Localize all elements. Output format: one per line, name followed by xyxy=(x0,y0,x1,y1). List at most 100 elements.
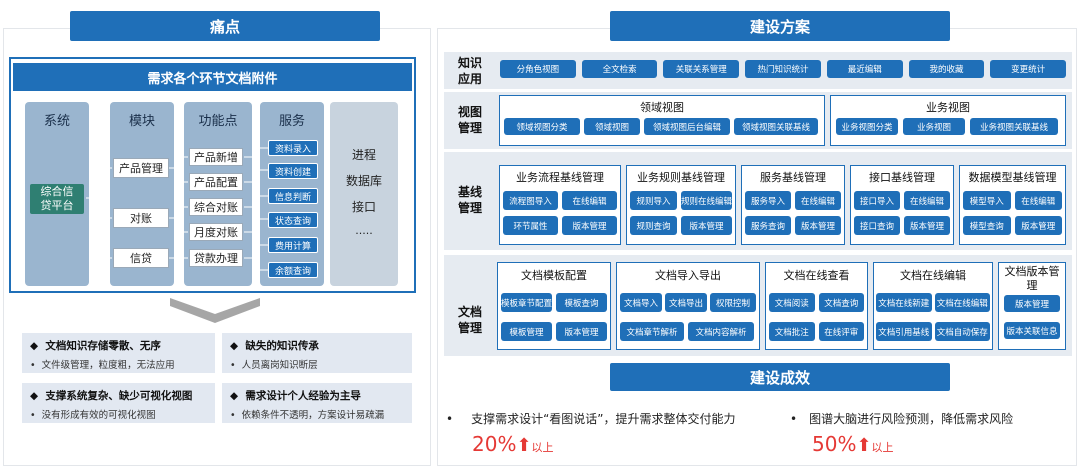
effect-text: 图谱大脑进行风险预测，降低需求风险 xyxy=(809,412,1014,426)
baseline-item: 流程图导入 xyxy=(503,191,558,210)
doc-group-items: 文档阅读 文档查询 文档批注 在线评审 xyxy=(769,293,864,341)
effect-value: 50% xyxy=(812,432,857,456)
knowledge-item: 全文检索 xyxy=(581,60,658,78)
baseline-group-title: 业务规则基线管理 xyxy=(637,171,725,184)
pain-point: ◆ 支撑系统复杂、缺少可视化视图 • 没有形成有效的可视化视图 xyxy=(22,383,215,423)
effect-suffix: 以上 xyxy=(871,441,894,454)
doc-item: 文档自动保存 xyxy=(934,322,990,341)
bullet-icon: • xyxy=(30,360,36,371)
doc-item: 版本关联信息 xyxy=(1004,322,1060,339)
service-item: 资料创建 xyxy=(268,163,318,179)
doc-item: 文档导入 xyxy=(620,293,662,312)
baseline-group-title: 服务基线管理 xyxy=(760,171,826,184)
baseline-item: 规则在线编辑 xyxy=(680,191,732,210)
service-item: 费用计算 xyxy=(268,237,318,253)
diagram-title: 需求各个环节文档附件 xyxy=(13,63,412,91)
module-item: 产品管理 xyxy=(113,158,169,178)
service-item: 余额查询 xyxy=(268,262,318,278)
service-item: 状态查询 xyxy=(268,212,318,228)
doc-group-items: 文档章节解析 文档内容解析 xyxy=(620,322,756,341)
baseline-item: 规则导入 xyxy=(630,191,677,210)
function-item: 月度对账 xyxy=(189,223,243,241)
doc-item: 版本管理 xyxy=(1004,295,1060,312)
doc-item: 在线评审 xyxy=(818,322,864,341)
baseline-item: 接口查询 xyxy=(854,216,900,235)
extra-column xyxy=(330,102,398,286)
system-column-header: 系统 xyxy=(43,114,70,129)
pain-point: ◆ 文档知识存储零散、无序 • 文件级管理，粒度粗，无法应用 xyxy=(22,333,215,373)
pain-point-detail: 依赖条件不透明，方案设计易疏漏 xyxy=(241,410,385,421)
baseline-group-items: 接口导入 在线编辑 接口查询 版本管理 xyxy=(854,191,950,235)
baseline-item: 服务查询 xyxy=(745,216,791,235)
row-label: 文档管理 xyxy=(457,305,482,335)
baseline-item: 在线编辑 xyxy=(795,191,841,210)
doc-item: 权限控制 xyxy=(710,293,756,312)
knowledge-item: 最近编辑 xyxy=(826,60,903,78)
baseline-item: 版本管理 xyxy=(904,216,950,235)
pain-point-heading: 缺失的知识传承 xyxy=(245,340,319,352)
diamond-bullet-icon: ◆ xyxy=(30,390,39,402)
bullet-icon: • xyxy=(790,412,798,426)
view-item: 领域视图 xyxy=(584,118,640,135)
doc-group-title: 文档在线查看 xyxy=(783,269,850,282)
system-item: 综合信贷平台 xyxy=(30,184,84,214)
function-column-header: 功能点 xyxy=(198,114,238,129)
effect-line: • 图谱大脑进行风险预测，降低需求风险 xyxy=(790,410,1070,427)
view-item: 领域视图关联基线 xyxy=(734,118,818,135)
knowledge-item: 分角色视图 xyxy=(500,60,576,78)
row-label: 基线管理 xyxy=(457,185,482,215)
baseline-item: 版本管理 xyxy=(1014,216,1062,235)
doc-group-items: 文档导入 文档导出 权限控制 xyxy=(620,293,756,312)
view-group-items: 领域视图分类 领域视图 领域视图后台编辑 领域视图关联基线 xyxy=(504,118,820,135)
module-item: 信贷 xyxy=(113,248,169,268)
knowledge-item: 我的收藏 xyxy=(908,60,985,78)
service-item: 信息判断 xyxy=(268,188,318,204)
pain-point-heading: 文档知识存储零散、无序 xyxy=(45,340,161,352)
function-item: 贷款办理 xyxy=(189,249,243,267)
doc-group-items: 模板章节配置 模板查询 模板管理 版本管理 xyxy=(501,293,607,341)
baseline-group-items: 模型导入 在线编辑 模型查询 版本管理 xyxy=(963,191,1062,235)
baseline-item: 模型导入 xyxy=(963,191,1011,210)
function-item: 产品新增 xyxy=(189,148,243,166)
view-item: 领域视图后台编辑 xyxy=(644,118,730,135)
doc-group-title: 文档在线编辑 xyxy=(900,269,966,282)
pain-point: ◆ 缺失的知识传承 • 人员离岗知识断层 xyxy=(222,333,412,373)
doc-item: 模板管理 xyxy=(501,322,553,341)
view-group-title: 领域视图 xyxy=(640,101,684,114)
effect-title: 建设成效 xyxy=(610,363,950,391)
row-label: 知识应用 xyxy=(457,56,482,86)
extra-item: 进程 xyxy=(351,148,376,162)
pain-point-detail: 没有形成有效的可视化视图 xyxy=(41,410,156,421)
view-group-title: 业务视图 xyxy=(926,101,970,114)
connector-lines xyxy=(86,147,268,271)
doc-item: 文档引用基线 xyxy=(876,322,932,341)
baseline-item: 版本管理 xyxy=(795,216,841,235)
baseline-group-title: 数据模型基线管理 xyxy=(968,171,1057,184)
pain-point-detail: 人员离岗知识断层 xyxy=(241,360,318,371)
effect-text: 支撑需求设计“看图说话”，提升需求整体交付能力 xyxy=(471,412,736,426)
effect-metric: 50%⬆以上 xyxy=(812,432,894,456)
effect-line: • 支撑需求设计“看图说话”，提升需求整体交付能力 xyxy=(446,410,786,427)
baseline-item: 版本管理 xyxy=(680,216,732,235)
view-item: 业务视图关联基线 xyxy=(970,118,1058,135)
bullet-icon: • xyxy=(446,412,454,426)
view-group-items: 业务视图分类 业务视图 业务视图关联基线 xyxy=(836,118,1062,135)
baseline-item: 在线编辑 xyxy=(904,191,950,210)
baseline-item: 在线编辑 xyxy=(562,191,617,210)
view-item: 业务视图 xyxy=(903,118,965,135)
doc-item: 模板查询 xyxy=(556,293,607,312)
bullet-icon: • xyxy=(230,360,236,371)
doc-group-title: 文档版本管理 xyxy=(1004,265,1060,292)
pain-title: 痛点 xyxy=(70,11,380,41)
view-item: 业务视图分类 xyxy=(836,118,898,135)
arrow-up-icon: ⬆ xyxy=(856,435,872,456)
pain-point-detail: 文件级管理，粒度粗，无法应用 xyxy=(41,360,175,371)
chevron-down-icon xyxy=(170,298,260,323)
effect-metric: 20%⬆以上 xyxy=(472,432,554,456)
extra-item: 数据库 xyxy=(345,174,382,188)
diamond-bullet-icon: ◆ xyxy=(230,340,239,352)
arrow-up-icon: ⬆ xyxy=(516,435,532,456)
pain-point-heading: 需求设计个人经验为主导 xyxy=(245,390,361,402)
effect-value: 20% xyxy=(472,432,517,456)
module-item: 对账 xyxy=(113,208,169,228)
